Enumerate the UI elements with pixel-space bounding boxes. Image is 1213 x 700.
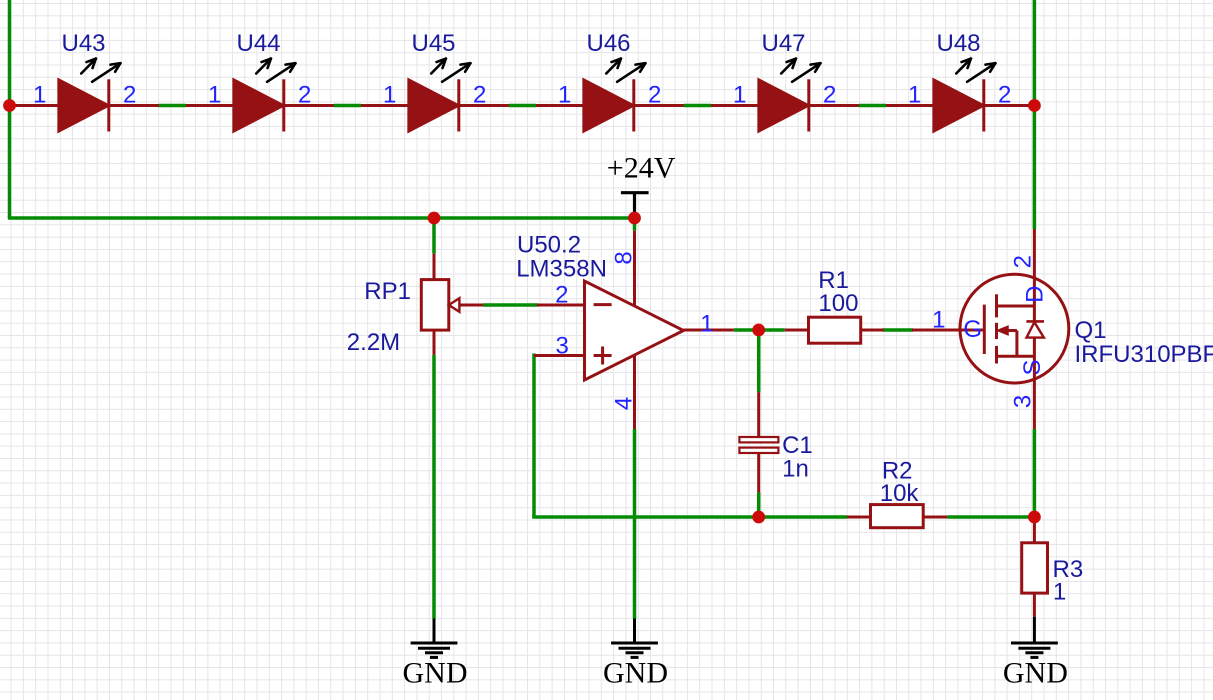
- svg-text:GND: GND: [1003, 656, 1068, 689]
- svg-text:C1: C1: [782, 432, 813, 459]
- svg-text:R3: R3: [1053, 556, 1084, 583]
- svg-text:1: 1: [700, 310, 713, 337]
- svg-text:1: 1: [733, 81, 746, 108]
- svg-text:U50.2: U50.2: [517, 231, 581, 258]
- svg-text:U46: U46: [586, 30, 630, 57]
- svg-text:U48: U48: [936, 30, 980, 57]
- svg-text:1: 1: [558, 81, 571, 108]
- svg-text:R2: R2: [882, 457, 913, 484]
- svg-text:GND: GND: [603, 656, 668, 689]
- svg-text:Q1: Q1: [1075, 317, 1107, 344]
- svg-text:8: 8: [611, 251, 638, 264]
- svg-text:3: 3: [1010, 395, 1037, 408]
- svg-text:1: 1: [383, 81, 396, 108]
- svg-text:U47: U47: [761, 30, 805, 57]
- svg-text:1: 1: [932, 307, 945, 334]
- svg-text:2: 2: [473, 81, 486, 108]
- svg-text:G: G: [963, 316, 982, 343]
- svg-text:R1: R1: [818, 267, 849, 294]
- svg-text:2: 2: [648, 81, 661, 108]
- svg-text:IRFU310PBF: IRFU310PBF: [1075, 341, 1213, 368]
- svg-text:1: 1: [33, 81, 46, 108]
- svg-text:2: 2: [998, 81, 1011, 108]
- svg-text:D: D: [1022, 286, 1049, 303]
- svg-text:1: 1: [908, 81, 921, 108]
- svg-text:2: 2: [1010, 255, 1037, 268]
- svg-text:U44: U44: [236, 30, 280, 57]
- svg-text:2: 2: [123, 81, 136, 108]
- svg-text:RP1: RP1: [364, 278, 411, 305]
- svg-text:S: S: [1019, 359, 1046, 375]
- svg-text:U45: U45: [411, 30, 455, 57]
- svg-text:2: 2: [555, 282, 568, 309]
- svg-text:4: 4: [611, 397, 638, 410]
- svg-text:LM358N: LM358N: [516, 256, 607, 283]
- svg-text:U43: U43: [61, 30, 105, 57]
- svg-text:3: 3: [556, 332, 569, 359]
- svg-text:1n: 1n: [782, 456, 809, 483]
- svg-text:+24V: +24V: [607, 152, 676, 185]
- svg-text:2: 2: [298, 81, 311, 108]
- svg-text:1: 1: [208, 81, 221, 108]
- svg-text:100: 100: [818, 290, 858, 317]
- svg-text:2.2M: 2.2M: [347, 329, 400, 356]
- svg-text:GND: GND: [403, 656, 468, 689]
- svg-text:10k: 10k: [880, 480, 920, 507]
- svg-text:2: 2: [823, 81, 836, 108]
- svg-text:1: 1: [1053, 578, 1066, 605]
